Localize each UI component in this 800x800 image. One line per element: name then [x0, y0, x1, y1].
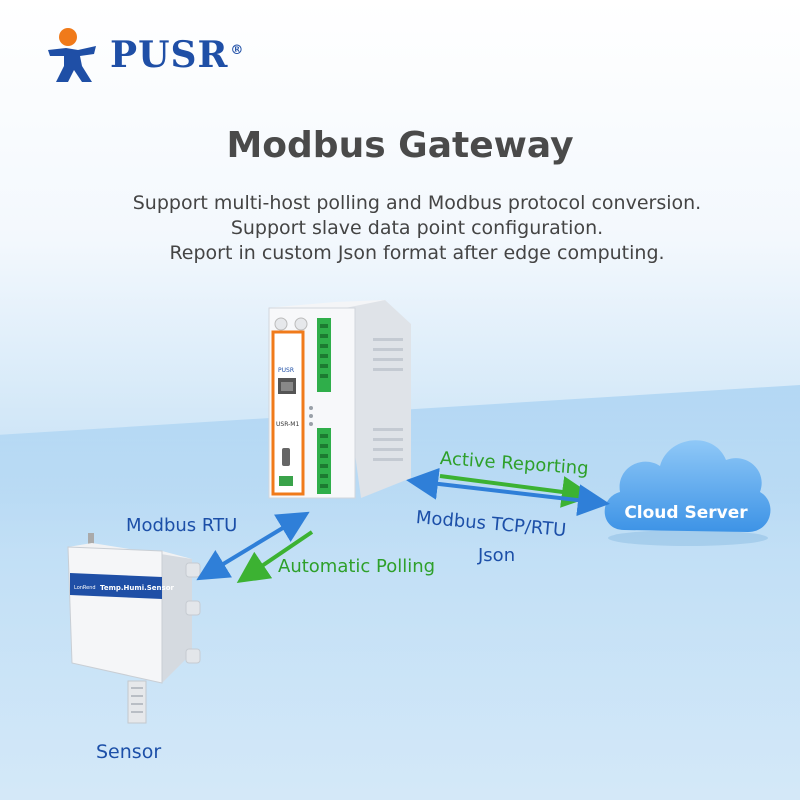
cloud-server-icon: Cloud Server	[604, 440, 771, 546]
subtitle-line: Support multi-host polling and Modbus pr…	[132, 192, 702, 214]
gateway-device: PUSR USR-M1	[265, 300, 411, 499]
page-title: Modbus Gateway	[226, 125, 574, 166]
temp-humi-sensor: LonRend Temp.Humi.Sensor	[67, 533, 201, 724]
cloud-label: Cloud Server	[624, 503, 748, 523]
sensor-brand-label: LonRend	[74, 585, 96, 591]
person-logo-icon	[48, 28, 96, 82]
registered-mark: ®	[230, 43, 245, 58]
modbus-rtu-label: Modbus RTU	[126, 515, 238, 536]
automatic-polling-label: Automatic Polling	[278, 556, 436, 577]
sensor-name-label: Temp.Humi.Sensor	[100, 584, 174, 592]
gateway-brand-label: PUSR	[278, 367, 294, 374]
usb-port	[282, 448, 290, 466]
sensor-caption: Sensor	[96, 741, 162, 763]
brand-name: PUSR®	[110, 34, 245, 76]
modbus-tcp-arrow	[406, 467, 610, 517]
pusr-logo: PUSR®	[44, 26, 244, 84]
modbus-rtu-arrow	[196, 511, 310, 581]
subtitle-line: Support slave data point configuration.	[230, 217, 604, 239]
subtitle-line: Report in custom Json format after edge …	[169, 242, 665, 264]
gateway-model-label: USR-M1	[276, 421, 299, 428]
json-label: Json	[478, 545, 516, 566]
subtitle: Support multi-host polling and Modbus pr…	[0, 191, 800, 266]
automatic-polling-arrow	[236, 530, 314, 583]
